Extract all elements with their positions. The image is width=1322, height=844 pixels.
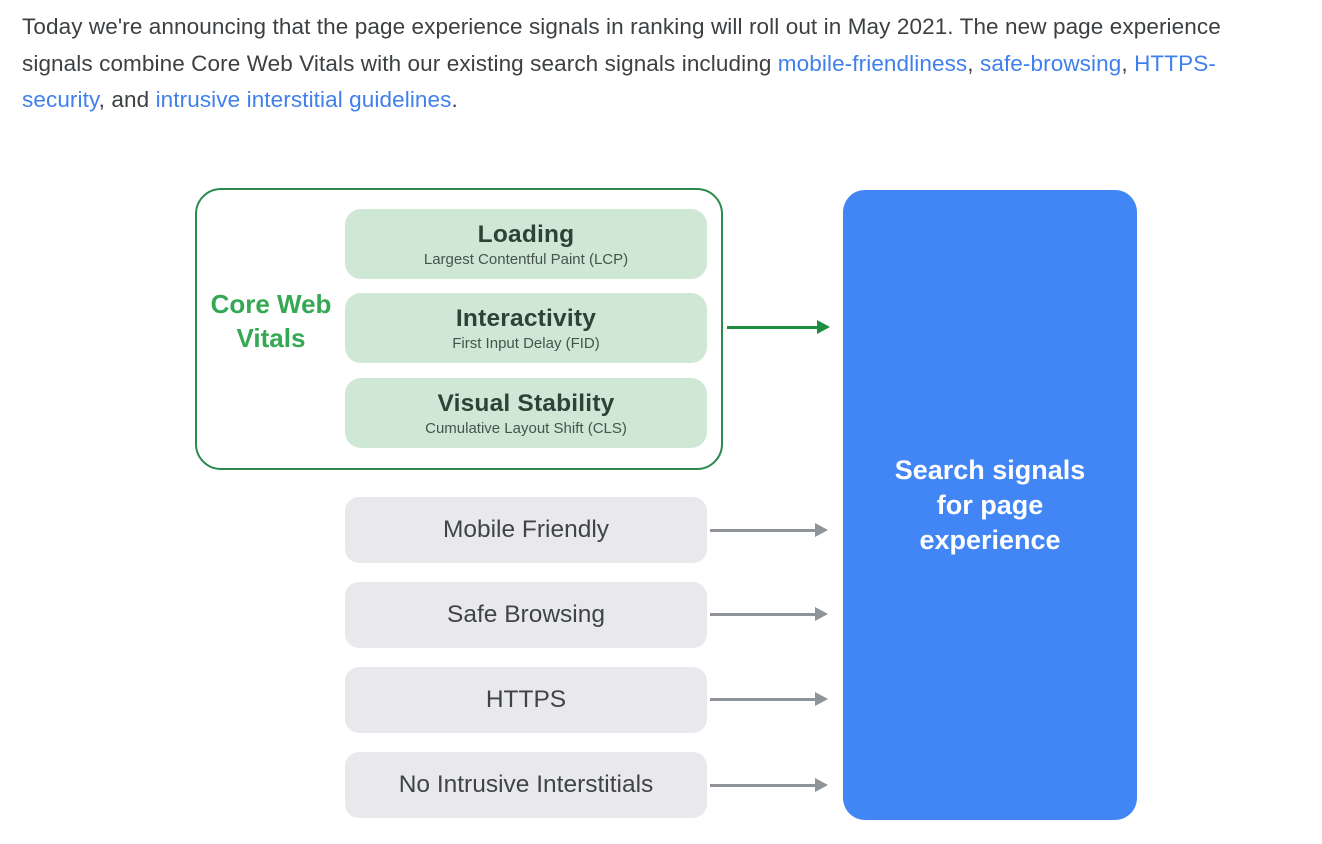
intro-text: Today we're announcing that the page exp… bbox=[22, 14, 1221, 76]
intro-text: , bbox=[967, 50, 980, 76]
card-interactivity: Interactivity First Input Delay (FID) bbox=[345, 293, 707, 363]
card-loading-subtitle: Largest Contentful Paint (LCP) bbox=[423, 250, 629, 268]
card-visual-stability: Visual Stability Cumulative Layout Shift… bbox=[345, 378, 707, 448]
link-safe-browsing[interactable]: safe-browsing bbox=[979, 50, 1122, 76]
card-loading: Loading Largest Contentful Paint (LCP) bbox=[345, 209, 707, 279]
card-interactivity-title: Interactivity bbox=[455, 304, 597, 332]
arrow-safe-browsing-icon bbox=[710, 607, 828, 621]
link-intrusive-interstitial-guidelines[interactable]: intrusive interstitial guidelines bbox=[155, 87, 452, 112]
link-https-security[interactable]: HTTPS-security bbox=[22, 50, 1216, 113]
card-visual-stability-subtitle: Cumulative Layout Shift (CLS) bbox=[425, 419, 627, 437]
intro-text: , and bbox=[98, 87, 156, 112]
intro-text: , bbox=[1121, 50, 1135, 76]
intro-text: . bbox=[451, 87, 458, 112]
card-mobile-friendly: Mobile Friendly bbox=[345, 497, 707, 563]
search-signals-result-box: Search signals for page experience bbox=[843, 190, 1137, 820]
card-https: HTTPS bbox=[345, 667, 707, 733]
card-mobile-friendly-label: Mobile Friendly bbox=[442, 516, 610, 543]
card-no-intrusive-interstitials: No Intrusive Interstitials bbox=[345, 752, 707, 818]
card-interactivity-subtitle: First Input Delay (FID) bbox=[452, 334, 600, 352]
card-no-intrusive-interstitials-label: No Intrusive Interstitials bbox=[398, 771, 654, 798]
link-mobile-friendliness[interactable]: mobile-friendliness bbox=[777, 50, 968, 76]
arrow-core-web-vitals-icon bbox=[727, 320, 830, 334]
arrow-mobile-friendly-icon bbox=[710, 523, 828, 537]
card-https-label: HTTPS bbox=[485, 686, 567, 713]
card-safe-browsing: Safe Browsing bbox=[345, 582, 707, 648]
card-loading-title: Loading bbox=[477, 220, 575, 248]
search-signals-result-label: Search signals for page experience bbox=[894, 454, 1086, 555]
card-safe-browsing-label: Safe Browsing bbox=[447, 601, 605, 628]
intro-paragraph: Today we're announcing that the page exp… bbox=[22, 9, 1286, 119]
arrow-no-intrusive-interstitials-icon bbox=[710, 778, 828, 792]
arrow-https-icon bbox=[710, 692, 828, 706]
core-web-vitals-label: Core Web Vitals bbox=[210, 289, 332, 353]
card-visual-stability-title: Visual Stability bbox=[437, 389, 615, 417]
